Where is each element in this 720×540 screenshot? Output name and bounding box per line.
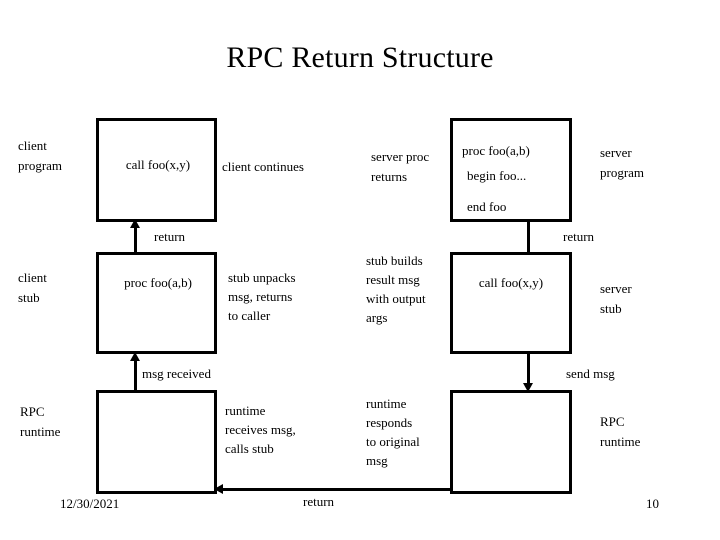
annotation-client-continues: client continues — [222, 159, 304, 174]
row-label-server-program: server program — [600, 145, 645, 180]
footer-date: 12/30/2021 — [60, 496, 120, 511]
connector-server-runtime-to-client-runtime — [222, 488, 450, 491]
arrowhead-up-client-stub — [130, 352, 140, 361]
client-stub-box — [96, 252, 217, 354]
connector-server-program-to-server-stub — [527, 222, 530, 260]
arrow-label-return-top-right: return — [563, 229, 595, 244]
connector-client-stub-to-client-program — [134, 227, 137, 267]
row-label-rpc-runtime-left: RPC runtime — [20, 404, 61, 439]
client-runtime-box — [96, 390, 217, 494]
row-label-server-stub: server stub — [600, 281, 632, 316]
annotation-runtime-receives: runtime receives msg, calls stub — [225, 403, 296, 456]
annotation-stub-unpacks: stub unpacks msg, returns to caller — [228, 270, 296, 323]
row-label-client-stub: client stub — [18, 270, 47, 305]
page-title: RPC Return Structure — [226, 41, 494, 74]
client-program-box-text: call foo(x,y) — [125, 157, 191, 172]
footer-page-number: 10 — [646, 496, 659, 511]
annotation-server-proc-returns: server proc returns — [371, 149, 430, 184]
server-program-box-text-end: end foo — [467, 199, 507, 214]
server-stub-box — [450, 252, 572, 354]
arrow-label-return-bottom: return — [303, 494, 335, 509]
annotation-runtime-responds: runtime responds to original msg — [366, 396, 420, 468]
arrowhead-left-client-runtime — [214, 484, 223, 494]
row-label-client-program: client program — [18, 138, 63, 173]
server-program-box-text-begin: begin foo... — [467, 168, 527, 183]
server-stub-box-text: call foo(x,y) — [478, 275, 544, 290]
arrow-label-return-top-left: return — [154, 229, 186, 244]
client-stub-box-text: proc foo(a,b) — [124, 275, 192, 290]
row-label-rpc-runtime-right: RPC runtime — [600, 414, 641, 449]
server-runtime-box — [450, 390, 572, 494]
arrow-label-send-msg: send msg — [566, 366, 615, 381]
server-program-box-text-proc: proc foo(a,b) — [462, 143, 530, 158]
annotation-stub-builds: stub builds result msg with output args — [366, 253, 426, 325]
connector-client-runtime-to-client-stub — [134, 360, 137, 396]
arrowhead-down-server-runtime — [523, 383, 533, 392]
client-program-box — [96, 118, 217, 222]
arrow-label-msg-received: msg received — [142, 366, 211, 381]
server-program-box — [450, 118, 572, 222]
arrowhead-up-client-program — [130, 219, 140, 228]
connector-server-stub-to-server-runtime — [527, 354, 530, 386]
